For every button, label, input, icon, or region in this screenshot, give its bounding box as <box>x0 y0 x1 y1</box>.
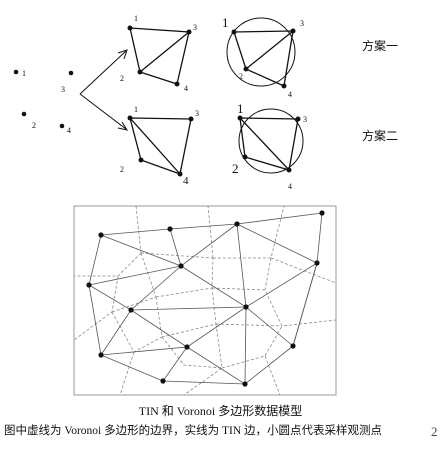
scheme-1-label-2: 2 <box>120 74 124 83</box>
voronoi-edges <box>73 205 337 396</box>
scheme-2-circle-label-1: 1 <box>237 101 244 116</box>
arrow-down <box>79 93 127 130</box>
point-3-label: 3 <box>61 85 65 94</box>
point-1-label: 1 <box>22 69 26 78</box>
scheme-2-name: 方案二 <box>362 128 398 143</box>
scheme-1-circle-label-4: 4 <box>288 90 292 99</box>
sample-points <box>86 210 325 387</box>
arrow-up <box>79 50 127 95</box>
branch-arrows <box>79 49 129 131</box>
scheme-2-circle-label-3: 3 <box>303 115 307 124</box>
scheme-2-outline <box>129 117 192 175</box>
scheme-2-circle <box>237 108 304 174</box>
scheme-1-label-3: 3 <box>193 23 197 32</box>
page-number: 2 <box>431 424 438 439</box>
scheme-2-circle-label-4: 4 <box>288 182 292 191</box>
scheme-1-diagonal <box>139 31 190 73</box>
scheme-1-label-1: 1 <box>134 14 138 23</box>
figure-title: TIN 和 Voronoi 多边形数据模型 <box>138 404 303 418</box>
point-3 <box>68 70 74 76</box>
scheme-1-circle-label-2: 2 <box>239 72 243 81</box>
scheme-2-vertices <box>127 115 194 177</box>
scattered-points: 1 3 2 4 <box>13 69 74 135</box>
scheme-1-label-4: 4 <box>184 84 188 93</box>
point-4-label: 4 <box>67 126 71 135</box>
scheme-2-label-4: 4 <box>183 175 189 187</box>
figure-note: 图中虚线为 Voronoi 多边形的边界，实线为 TIN 边，小圆点代表采样观测… <box>4 425 383 437</box>
scheme-1-vertices <box>127 25 192 87</box>
scheme-2-tin <box>129 117 192 175</box>
scheme-1-circle-label-1: 1 <box>222 15 229 30</box>
point-4 <box>59 123 65 129</box>
scheme-1-circle-label-3: 3 <box>300 19 304 28</box>
scheme-1-name: 方案一 <box>362 38 398 53</box>
point-2-label: 2 <box>32 121 36 130</box>
scheme-2-diagonal <box>129 117 181 175</box>
scheme-2-label-3: 3 <box>195 109 199 118</box>
arrow-up-head <box>117 49 128 60</box>
scheme-2-circle-label-2: 2 <box>232 161 239 176</box>
point-1 <box>13 69 19 75</box>
point-2 <box>21 111 27 117</box>
arrow-down-head <box>117 121 129 131</box>
scheme-1-tin <box>129 27 190 85</box>
scheme-2-label-1: 1 <box>134 105 138 114</box>
scheme-2-label-2: 2 <box>120 165 124 174</box>
scheme-1-circle <box>226 17 296 89</box>
tin-edges <box>88 212 323 385</box>
tin-voronoi-frame <box>73 205 337 396</box>
